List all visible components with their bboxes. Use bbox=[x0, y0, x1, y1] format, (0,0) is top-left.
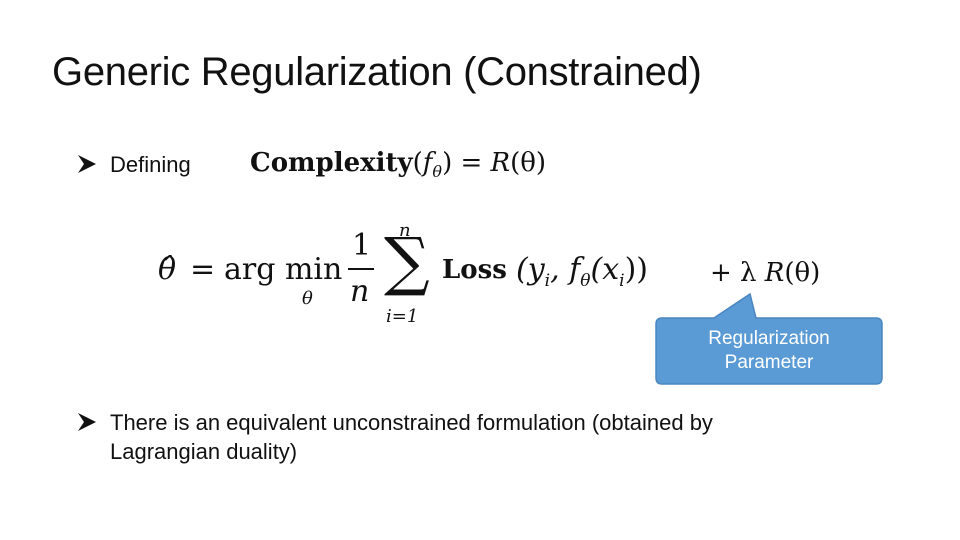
loss-word: Loss bbox=[442, 255, 507, 285]
fraction-denominator: n bbox=[350, 274, 370, 309]
sum-symbol: ∑ bbox=[384, 225, 430, 299]
complexity-word: Complexity bbox=[250, 148, 413, 178]
theta-hat: θ̂ bbox=[158, 252, 177, 287]
sum-lower-limit: i=1 bbox=[386, 306, 419, 327]
theta-subscript: θ bbox=[432, 162, 443, 182]
f-symbol: f bbox=[422, 148, 433, 178]
arrow-bullet-icon bbox=[78, 155, 96, 173]
lparen: ( bbox=[412, 148, 423, 178]
theta-paren: (θ) bbox=[510, 148, 547, 178]
callout-line1: Regularization bbox=[708, 328, 830, 349]
bullet-defining: Defining bbox=[76, 150, 191, 179]
r-symbol: R bbox=[490, 148, 511, 178]
callout-label: Regularization Parameter bbox=[656, 318, 882, 384]
bullet-text: There is an equivalent unconstrained for… bbox=[110, 410, 713, 464]
bullet-unconstrained: There is an equivalent unconstrained for… bbox=[76, 408, 896, 466]
equals-sign: = bbox=[190, 252, 216, 287]
regularization-term: + λ R(θ) bbox=[710, 258, 821, 288]
loss-arguments: (yi, fθ(xi)) bbox=[516, 252, 649, 291]
fraction-numerator: 1 bbox=[352, 228, 372, 263]
callout-line2: Parameter bbox=[724, 352, 814, 373]
arrow-bullet-icon bbox=[78, 413, 96, 431]
complexity-formula: Complexity(fθ) = R(θ) bbox=[250, 148, 546, 181]
fraction-bar bbox=[348, 268, 374, 270]
rparen-equals: ) = bbox=[442, 148, 491, 178]
bullet-text: Defining bbox=[110, 152, 191, 177]
argmin: arg min bbox=[224, 252, 343, 287]
slide-title: Generic Regularization (Constrained) bbox=[52, 50, 702, 94]
sum-upper-limit: n bbox=[399, 220, 411, 241]
argmin-subscript: θ bbox=[302, 288, 313, 309]
